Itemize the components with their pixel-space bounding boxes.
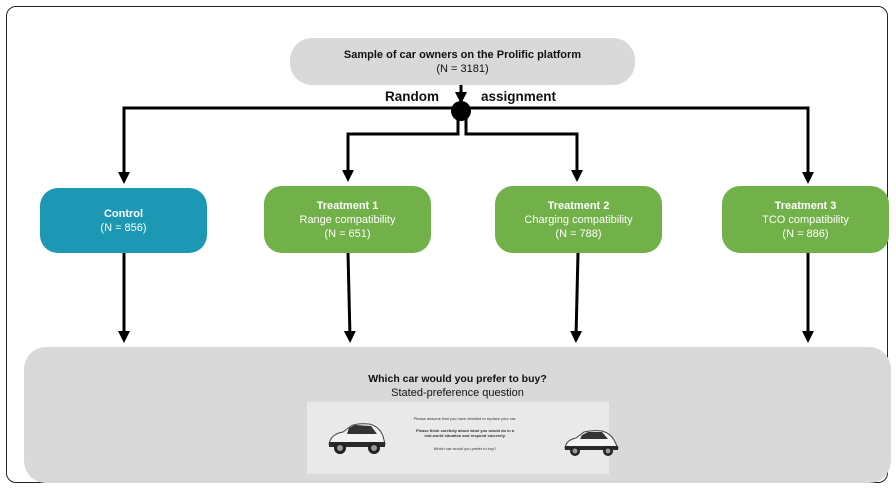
survey-screenshot: Please assume that you have decided to r…: [307, 402, 619, 474]
arrow-to-treatment-3: [461, 106, 814, 184]
arrow-to-treatment-2: [464, 112, 583, 182]
group-title: Treatment 1: [316, 199, 379, 212]
question-title: Which car would you prefer to buy?: [368, 373, 547, 385]
white-hatchback-car-image: [564, 430, 619, 456]
assignment-node: [451, 101, 471, 121]
arrow-to-control: [118, 106, 461, 184]
group-count: (N = 788): [555, 227, 602, 240]
survey-line-3: Which car would you prefer to buy?: [433, 446, 497, 451]
treatment-1-box: Treatment 1 Range compatibility (N = 651…: [264, 186, 431, 253]
sample-box: Sample of car owners on the Prolific pla…: [290, 38, 635, 85]
survey-line-1: Please assume that you have decided to r…: [413, 416, 517, 421]
sample-title: Sample of car owners on the Prolific pla…: [343, 48, 582, 61]
assignment-label: assignment: [481, 89, 557, 104]
white-suv-car-image: [328, 423, 386, 454]
group-subtitle: Charging compatibility: [524, 213, 633, 226]
survey-line-2b: real-world situation and respond sincere…: [424, 433, 506, 438]
treatment-3-box: Treatment 3 TCO compatibility (N = 886): [722, 186, 889, 253]
group-count: (N = 856): [100, 221, 147, 234]
question-subtitle: Stated-preference question: [391, 387, 524, 399]
control-box: Control (N = 856): [40, 188, 207, 253]
treatment-2-box: Treatment 2 Charging compatibility (N = …: [495, 186, 662, 253]
survey-line-2a: Please think carefully about what you wo…: [415, 428, 514, 433]
arrow-treatment-1-to-question: [343, 252, 356, 343]
group-count: (N = 886): [782, 227, 829, 240]
arrow-to-treatment-1: [342, 112, 460, 182]
group-subtitle: TCO compatibility: [762, 213, 849, 226]
question-box: Which car would you prefer to buy? State…: [24, 347, 891, 483]
sample-count: (N = 3181): [436, 62, 489, 75]
group-title: Control: [103, 207, 144, 220]
group-count: (N = 651): [324, 227, 371, 240]
group-title: Treatment 3: [774, 199, 837, 212]
group-title: Treatment 2: [547, 199, 610, 212]
group-subtitle: Range compatibility: [299, 213, 396, 226]
random-label: Random: [385, 89, 439, 104]
arrow-treatment-2-to-question: [570, 252, 583, 343]
